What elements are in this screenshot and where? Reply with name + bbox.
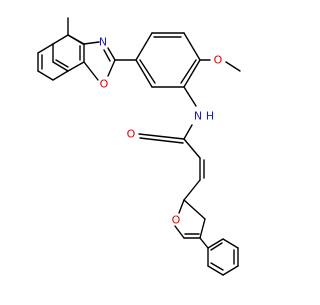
bond bbox=[183, 59, 201, 88]
bond bbox=[183, 124, 193, 140]
bond bbox=[55, 59, 69, 68]
methoxy-oxygen-label: O bbox=[214, 54, 223, 67]
bond bbox=[52, 70, 69, 81]
furan-ring bbox=[174, 199, 206, 239]
benzoxazole-benzene-ring bbox=[37, 34, 85, 81]
bond bbox=[83, 41, 100, 45]
isopropyl-group bbox=[52, 17, 84, 45]
bond bbox=[139, 59, 156, 84]
molecule-structure: N O O N H O O bbox=[37, 17, 241, 276]
bond bbox=[183, 86, 197, 107]
bond bbox=[138, 133, 185, 140]
benzoxazole-oxygen-label: O bbox=[100, 78, 109, 91]
bond bbox=[135, 32, 153, 61]
bond bbox=[210, 262, 224, 271]
bond bbox=[207, 238, 224, 249]
amide-nitrogen-label: N bbox=[194, 110, 202, 123]
oxazole-ring bbox=[83, 41, 116, 81]
bond bbox=[83, 61, 99, 81]
bond bbox=[183, 138, 201, 159]
bond bbox=[178, 199, 185, 214]
methoxy-group bbox=[199, 59, 241, 72]
bond bbox=[139, 137, 184, 144]
bond bbox=[107, 59, 116, 77]
bond bbox=[135, 59, 153, 88]
bond bbox=[37, 43, 54, 54]
bond bbox=[67, 34, 85, 45]
bond bbox=[180, 59, 197, 84]
furan-oxygen-label: O bbox=[172, 214, 181, 227]
amide-hydrogen-label: H bbox=[206, 110, 214, 123]
bond bbox=[222, 265, 239, 276]
bond bbox=[210, 242, 223, 251]
bond bbox=[52, 61, 69, 72]
bond bbox=[207, 265, 224, 276]
benzoxazole-nitrogen-label: N bbox=[99, 36, 107, 49]
phenyl-ring bbox=[199, 237, 239, 276]
bond bbox=[222, 238, 239, 249]
bond bbox=[183, 179, 201, 201]
vinyl-chain bbox=[183, 138, 205, 201]
bond bbox=[67, 61, 85, 72]
bond bbox=[199, 218, 206, 239]
bond bbox=[37, 70, 54, 81]
amide-linkage bbox=[138, 86, 197, 144]
bond bbox=[199, 237, 209, 249]
bond bbox=[174, 225, 185, 239]
methoxyphenyl-ring bbox=[114, 32, 201, 88]
bond bbox=[103, 49, 111, 62]
bond bbox=[107, 47, 116, 61]
bond bbox=[225, 61, 241, 72]
bond bbox=[183, 32, 201, 61]
carbonyl-oxygen-label: O bbox=[127, 128, 136, 141]
bond bbox=[52, 34, 69, 45]
molecule-canvas: N O O N H O O bbox=[37, 17, 241, 276]
bond bbox=[183, 199, 206, 220]
